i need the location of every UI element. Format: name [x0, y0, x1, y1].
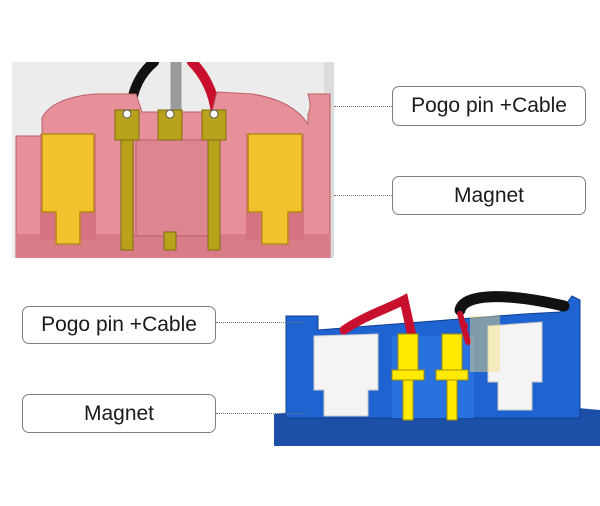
bottom-magnet-label: Magnet — [22, 394, 216, 433]
magnet-top-left — [41, 133, 95, 245]
magnet-top-right — [247, 133, 303, 245]
pin-terminals-top — [122, 109, 219, 119]
magnet-bottom-left — [313, 333, 379, 417]
transparent-sleeve — [470, 316, 500, 372]
pin-terminal-bottom — [460, 322, 468, 330]
top-pogo-leader — [334, 106, 392, 107]
top-magnet-label: Magnet — [392, 176, 586, 215]
cable-black-bottom — [454, 291, 570, 316]
bottom-pogo-leader — [216, 322, 304, 323]
bottom-pogo-cable-label: Pogo pin +Cable — [22, 306, 216, 344]
top-center-block — [135, 139, 217, 237]
cable-red-bottom — [339, 293, 417, 341]
bottom-connector-render — [274, 291, 600, 446]
top-pogo-cable-label: Pogo pin +Cable — [392, 86, 586, 126]
magnet-bottom-right — [487, 321, 543, 411]
bottom-magnet-leader — [216, 413, 306, 414]
pogo-pins-bottom — [391, 333, 469, 421]
top-magnet-leader — [334, 195, 392, 196]
top-connector-render — [12, 62, 334, 258]
